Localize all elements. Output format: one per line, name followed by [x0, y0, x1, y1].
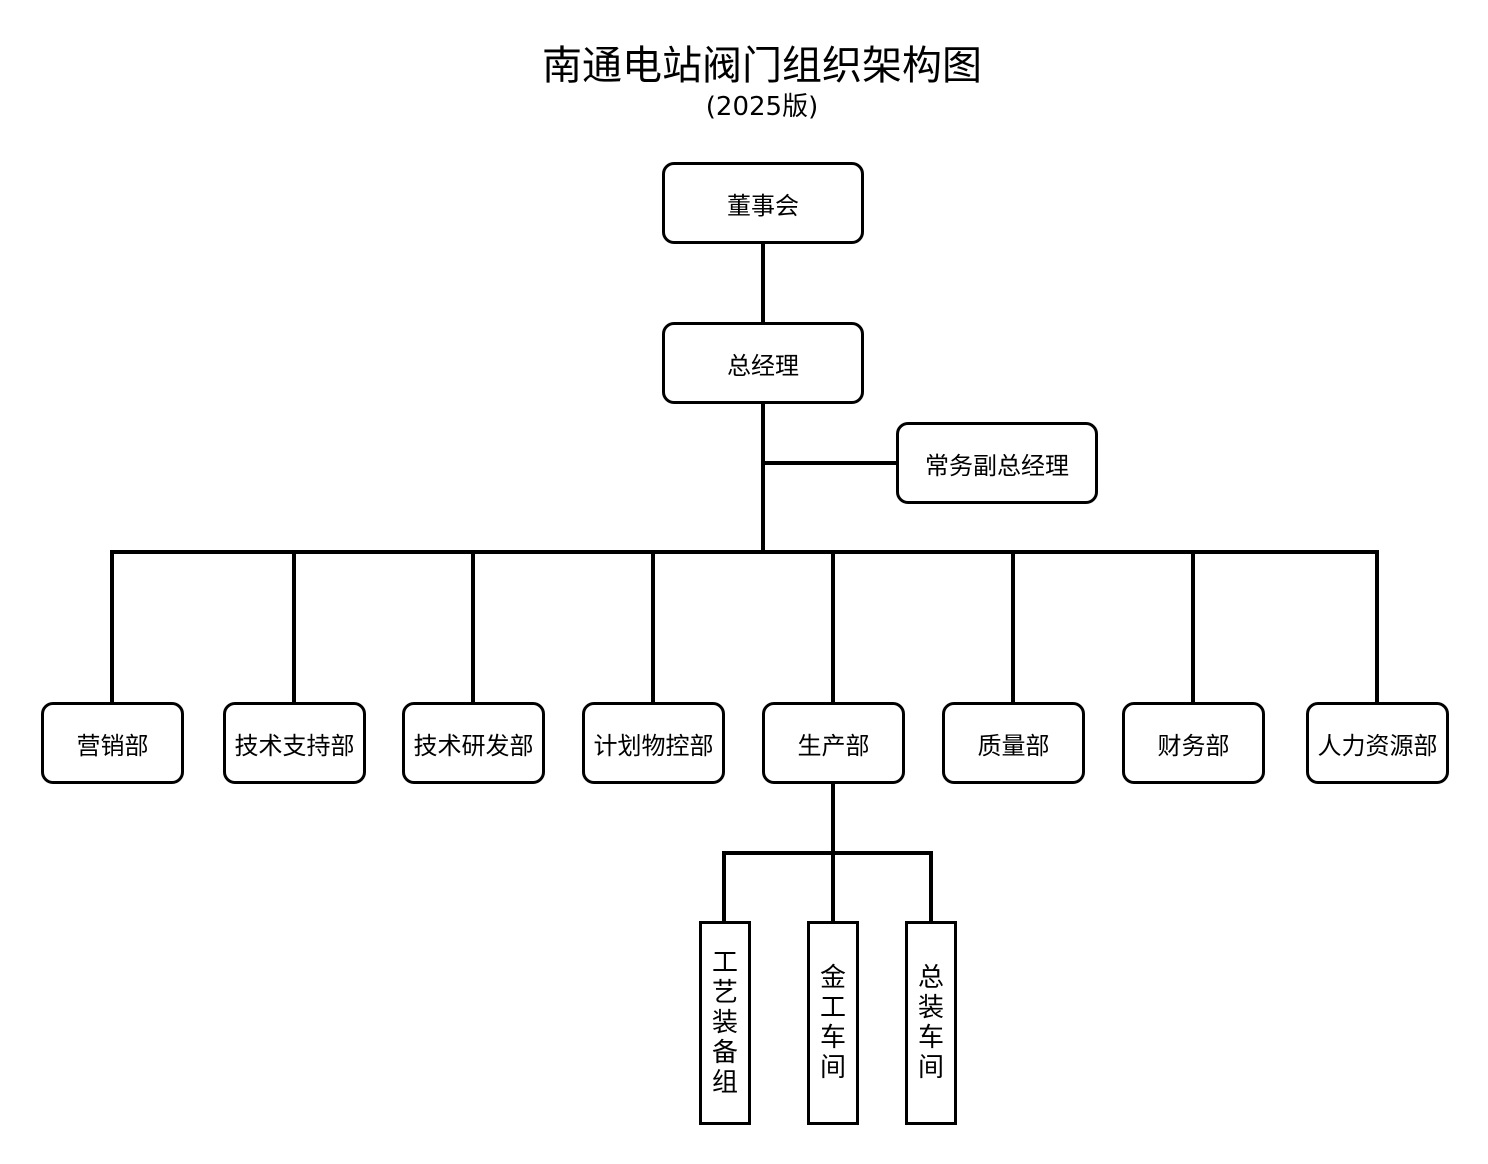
board-label: 董事会 — [727, 191, 799, 220]
department-label: 计划物控部 — [593, 731, 714, 760]
department-label: 财务部 — [1157, 731, 1230, 760]
department-box-caiwu: 财务部 — [1122, 702, 1265, 784]
executive-deputy-gm-box: 常务副总经理 — [896, 422, 1098, 504]
production-unit-label: 金工车间 — [819, 963, 846, 1083]
department-box-jishuyanfa: 技术研发部 — [402, 702, 545, 784]
department-box-shengchan: 生产部 — [762, 702, 905, 784]
department-label: 营销部 — [76, 731, 149, 760]
chart-title: 南通电站阀门组织架构图 — [542, 43, 982, 89]
department-box-renliziyuan: 人力资源部 — [1306, 702, 1449, 784]
department-label: 技术支持部 — [234, 731, 355, 760]
department-box-yingxiao: 营销部 — [41, 702, 184, 784]
department-box-jishuzhichi: 技术支持部 — [223, 702, 366, 784]
production-unit-box-gongyizhuangbei: 工艺装备组 — [699, 921, 751, 1125]
board-box: 董事会 — [662, 162, 864, 244]
department-label: 技术研发部 — [413, 731, 534, 760]
chart-subtitle: (2025版) — [705, 92, 819, 122]
department-label: 质量部 — [977, 731, 1050, 760]
general-manager-box: 总经理 — [662, 322, 864, 404]
department-box-zhiliang: 质量部 — [942, 702, 1085, 784]
production-unit-label: 工艺装备组 — [711, 948, 738, 1098]
department-label: 人力资源部 — [1317, 731, 1438, 760]
general-manager-label: 总经理 — [727, 351, 799, 380]
production-unit-box-jingongchejian: 金工车间 — [807, 921, 859, 1125]
department-box-jihuawukong: 计划物控部 — [582, 702, 725, 784]
production-unit-box-zongzhuangchejian: 总装车间 — [905, 921, 957, 1125]
production-unit-label: 总装车间 — [917, 963, 944, 1083]
executive-deputy-gm-label: 常务副总经理 — [925, 451, 1069, 480]
department-label: 生产部 — [797, 731, 870, 760]
